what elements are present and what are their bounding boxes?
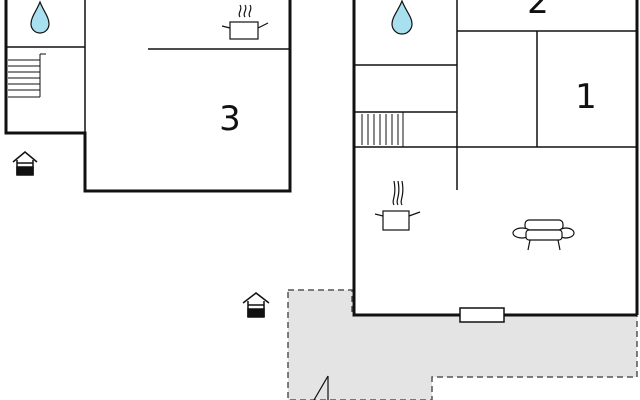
room-3-label: 3 — [219, 99, 241, 139]
water-drop-icon — [30, 0, 50, 34]
left-stairs — [8, 53, 46, 98]
terrace-area — [287, 289, 638, 400]
left-floor — [4, 0, 292, 193]
entrance-house-icon — [12, 151, 38, 176]
water-drop-icon — [391, 0, 413, 35]
entrance-house-icon — [242, 292, 270, 318]
right-floor-outer-wall — [352, 0, 637, 317]
window-symbol — [459, 307, 505, 323]
sofa-icon — [512, 219, 575, 251]
right-floor — [352, 0, 639, 323]
left-floor-outer-wall — [4, 0, 292, 193]
room-1-label: 1 — [575, 77, 597, 117]
cooking-pot-icon — [221, 4, 269, 40]
room-2-label: 2 — [527, 0, 549, 22]
terrace-object — [313, 375, 329, 400]
right-stairs — [356, 112, 404, 148]
cooking-pot-icon — [374, 180, 421, 231]
